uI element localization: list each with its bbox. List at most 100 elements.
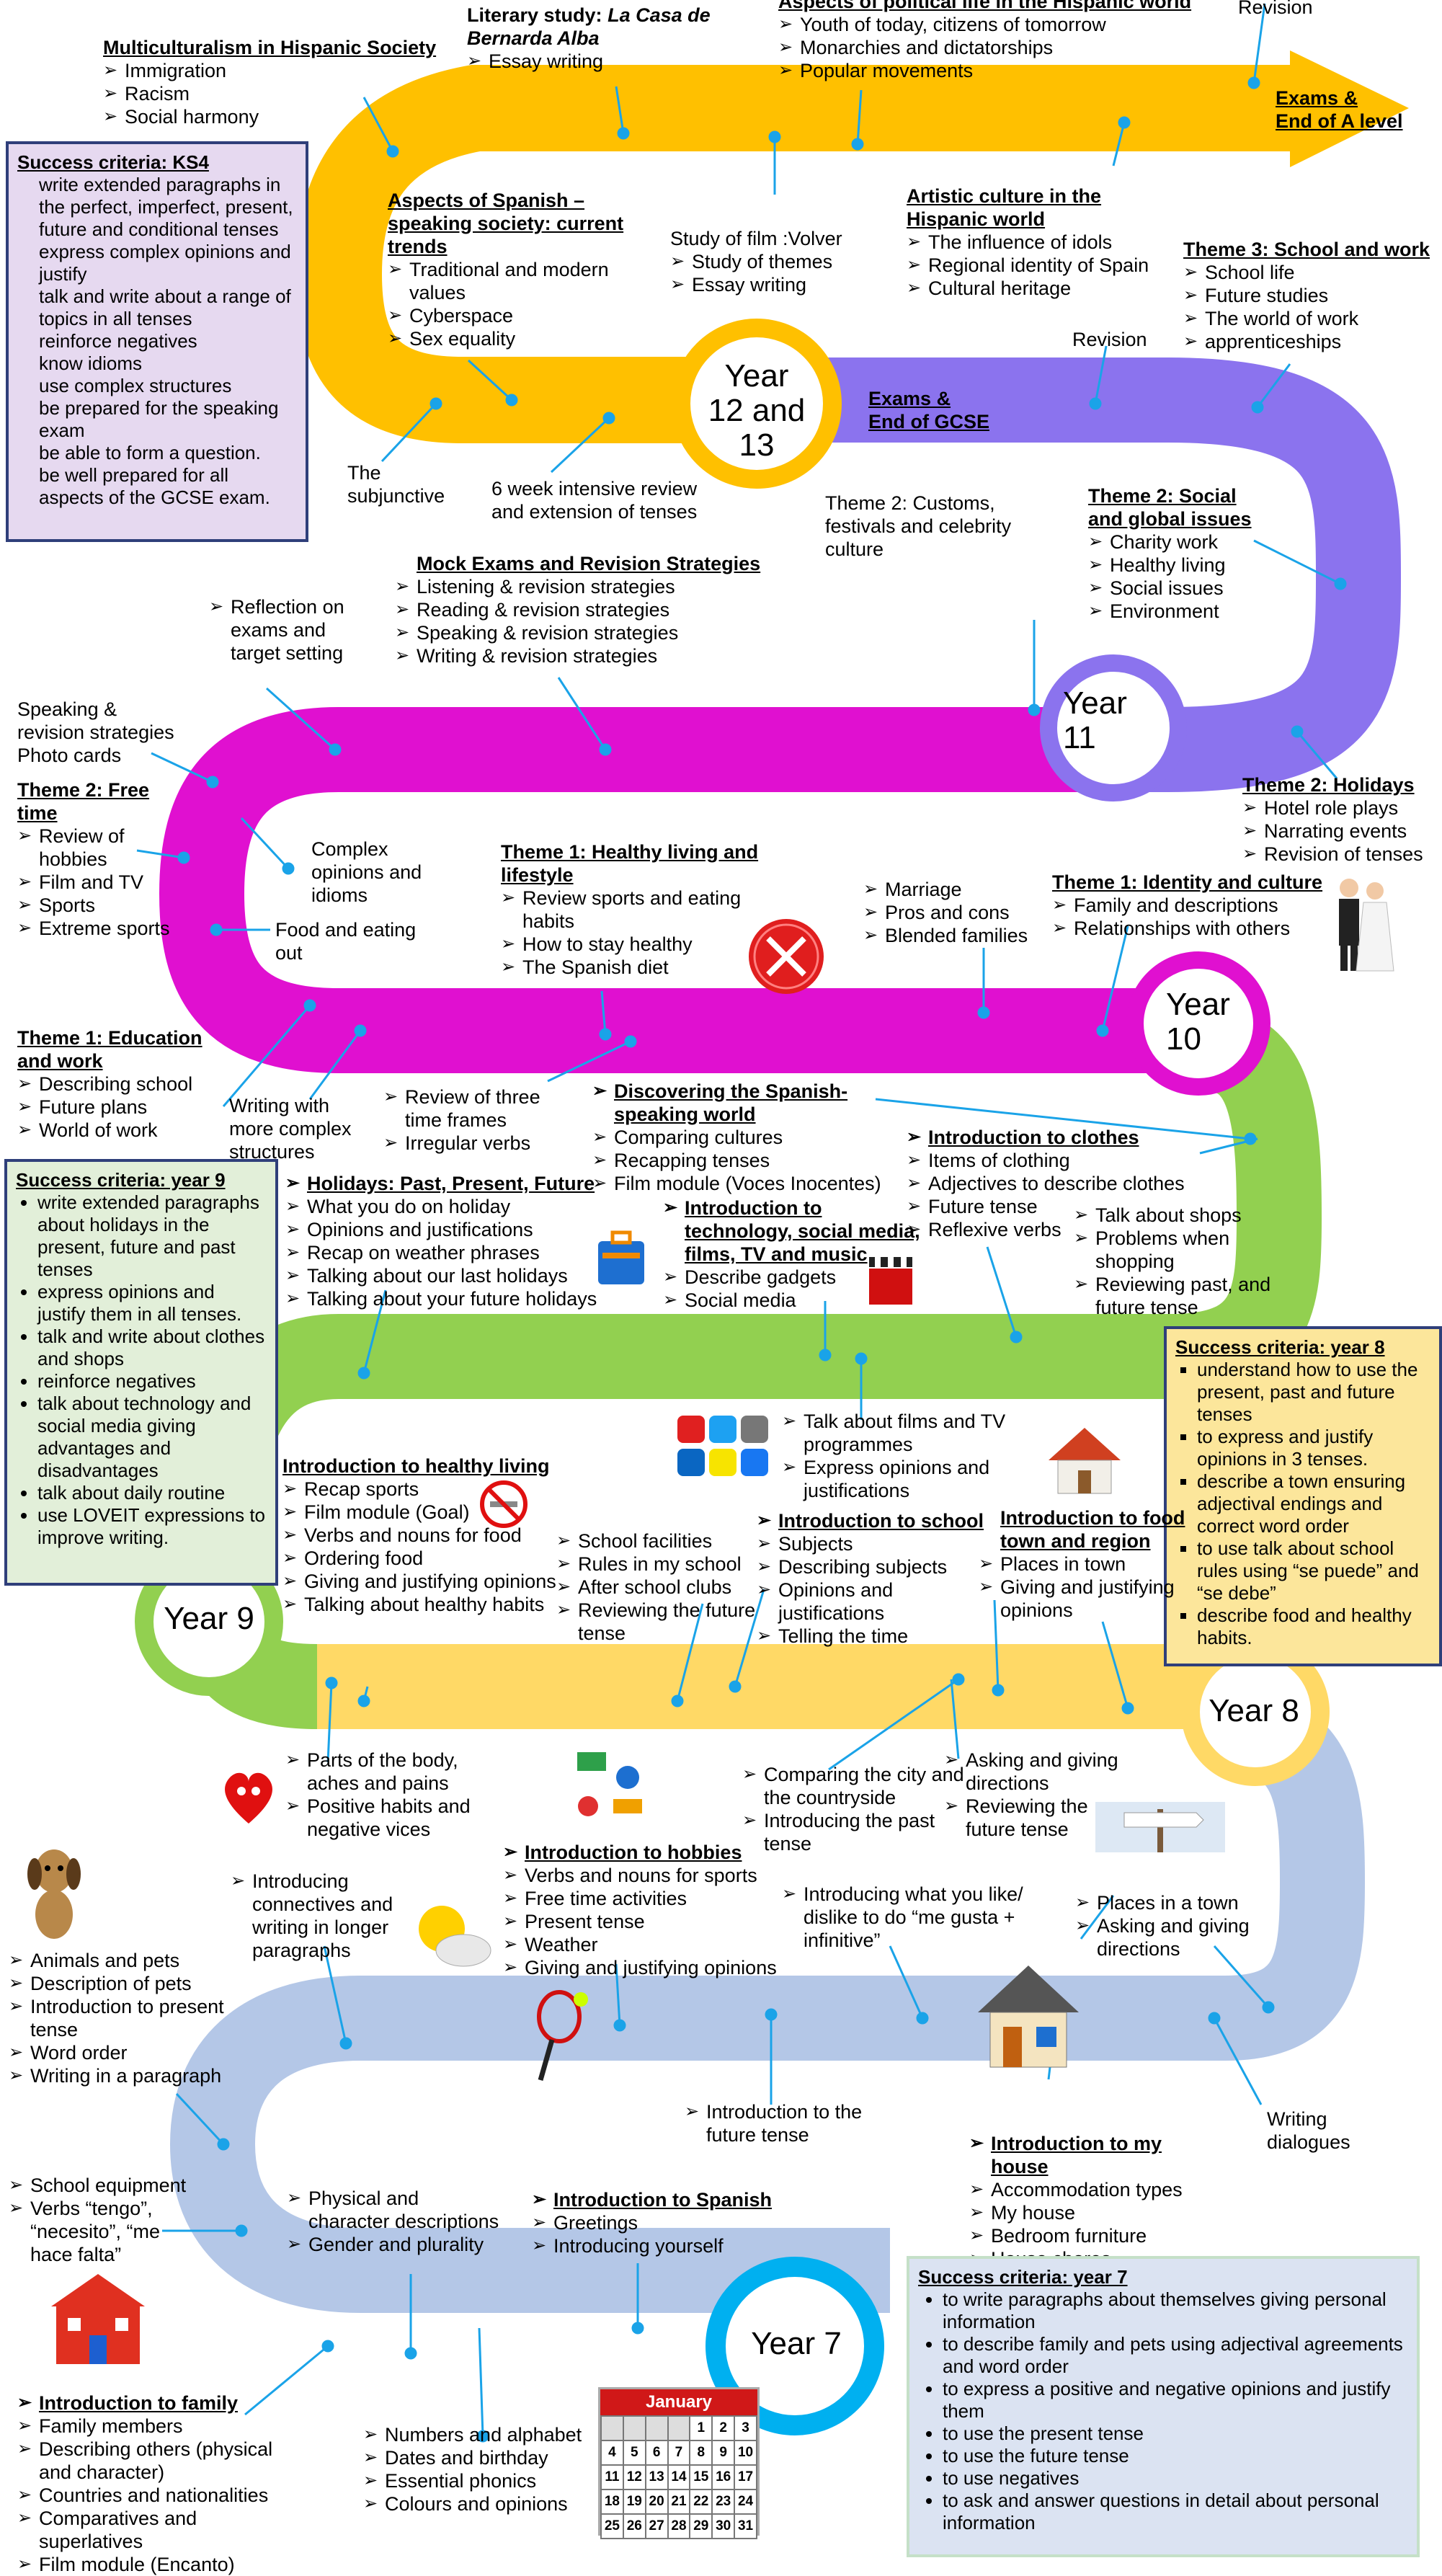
list-item: Reviewing the future tense — [944, 1795, 1131, 1841]
list-item: Verbs and nouns for sports — [503, 1864, 791, 1887]
criteria-item: talk about technology and social media g… — [37, 1393, 267, 1482]
list-item: Film module (Voces Inocentes) — [592, 1172, 895, 1195]
list-item: Film and TV — [17, 871, 183, 894]
list-item: Review sports and eating habits — [501, 887, 789, 933]
list-item: Talking about our last holidays — [285, 1264, 610, 1287]
criteria-item: talk about daily routine — [37, 1482, 267, 1504]
list-item: Subjects — [757, 1532, 994, 1555]
food-town-title: Introduction to food town and region — [1000, 1507, 1185, 1552]
list-item: Film module (Encanto) — [17, 2553, 291, 2576]
intensive-review-label: 6 week intensive review and extension of… — [491, 478, 698, 523]
calendar-day: 1 — [689, 2415, 713, 2441]
list-item: Recapping tenses — [592, 1149, 895, 1172]
identity-title: Theme 1: Identity and culture — [1052, 871, 1323, 893]
body-parts-block: Parts of the body, aches and pains Posit… — [285, 1749, 502, 1841]
speaking-strategies-label: Speaking & revision strategies Photo car… — [17, 698, 174, 766]
list-item: Irregular verbs — [383, 1132, 564, 1155]
introduction-hobbies-block: Introduction to hobbies Verbs and nouns … — [503, 1841, 791, 1979]
list-item: Describing others (physical and characte… — [17, 2438, 291, 2484]
gcse-road — [793, 357, 1402, 792]
list-item: Monarchies and dictatorships — [778, 36, 1225, 59]
complex-opinions-label: Complex opinions and idioms — [311, 838, 422, 906]
criteria-item: be able to form a question. — [39, 442, 261, 463]
calendar-day: 10 — [734, 2440, 757, 2466]
calendar-day: 31 — [734, 2513, 757, 2539]
theme2-social-title: Theme 2: Social and global issues — [1088, 485, 1252, 530]
list-item: Social harmony — [103, 105, 449, 128]
criteria-item: use complex structures — [39, 375, 232, 396]
year-label-line: 10 — [1166, 1021, 1201, 1057]
list-item: Introduction to present tense — [9, 1995, 239, 2041]
holidays-past-present-future-block: Holidays: Past, Present, Future What you… — [285, 1172, 610, 1310]
theme1-healthy-living-block: Theme 1: Healthy living and lifestyle Re… — [501, 840, 789, 979]
list-item: Physical and character descriptions — [287, 2187, 503, 2233]
multiculturalism-title: Multiculturalism in Hispanic Society — [103, 37, 437, 58]
literary-study-title-italic: La Casa de Bernarda Alba — [467, 4, 711, 49]
spanish-title: Introduction to Spanish — [532, 2188, 791, 2211]
introduction-family-block: Introduction to family Family members De… — [17, 2391, 291, 2576]
criteria-item: be prepared for the speaking exam — [39, 397, 279, 441]
list-item: Animals and pets — [9, 1949, 239, 1972]
list-item: The influence of idols — [907, 231, 1180, 254]
multiculturalism-block: Multiculturalism in Hispanic Society Imm… — [103, 36, 449, 128]
discovering-spanish-world-block: Discovering the Spanish-speaking world C… — [592, 1080, 895, 1195]
list-item: Colours and opinions — [363, 2492, 601, 2515]
list-item: Writing & revision strategies — [395, 644, 770, 667]
criteria-item: to use talk about school rules using “se… — [1197, 1537, 1430, 1604]
complex-structures-label: Writing with more complex structures — [229, 1095, 352, 1163]
theme3-school-work-block: Theme 3: School and work School life Fut… — [1183, 238, 1442, 353]
list-item: Future studies — [1183, 284, 1442, 307]
theme2-customs-label: Theme 2: Customs, festivals and celebrit… — [825, 492, 1012, 560]
list-item: Verbs “tengo”, “necesito”, “me hace falt… — [9, 2197, 196, 2266]
list-item: Ordering food — [282, 1547, 571, 1570]
film-study-block: Study of film :Volver Study of themes Es… — [670, 227, 908, 296]
criteria-item: to express a positive and negative opini… — [943, 2378, 1408, 2422]
list-item: Asking and giving directions — [944, 1749, 1131, 1795]
dog-icon — [27, 1849, 81, 1939]
list-item: Problems when shopping — [1074, 1227, 1290, 1273]
list-item: Talk about shops — [1074, 1204, 1290, 1227]
year-10-label: Year 10 — [1166, 987, 1252, 1057]
introduction-clothes-block: Introduction to clothes Items of clothin… — [907, 1126, 1238, 1241]
criteria-item: talk and write about a range of topics i… — [39, 285, 291, 329]
calendar-day: 21 — [667, 2489, 691, 2515]
list-item: World of work — [17, 1119, 219, 1142]
list-item: Social media — [663, 1289, 922, 1312]
list-item: Sex equality — [388, 327, 633, 350]
calendar-day: 28 — [667, 2513, 691, 2539]
criteria-item: use LOVEIT expressions to improve writin… — [37, 1504, 267, 1549]
ks5-exams-label: Exams & End of A level — [1276, 86, 1441, 133]
sun-cloud-icon — [419, 1906, 491, 1967]
exams-line: End of A level — [1276, 110, 1403, 132]
ks5-road — [295, 65, 1297, 443]
criteria-item: reinforce negatives — [39, 330, 197, 352]
list-item: Describing subjects — [757, 1555, 994, 1578]
list-item: Immigration — [103, 59, 449, 82]
list-item: Describe gadgets — [663, 1266, 922, 1289]
list-item: Healthy living — [1088, 554, 1276, 577]
calendar-day: 16 — [711, 2464, 736, 2490]
school-equipment-block: School equipment Verbs “tengo”, “necesit… — [9, 2174, 196, 2266]
list-item: How to stay healthy — [501, 933, 789, 956]
food-eating-out-label: Food and eating out — [275, 919, 417, 964]
list-item: Rules in my school — [556, 1553, 758, 1576]
criteria-item: to use negatives — [943, 2467, 1408, 2490]
criteria-item: express opinions and justify them in all… — [37, 1281, 267, 1325]
list-item: Future plans — [17, 1096, 219, 1119]
mock-exams-title: Mock Exams and Revision Strategies — [417, 553, 761, 574]
list-item: Countries and nationalities — [17, 2484, 291, 2507]
calendar-day: 15 — [689, 2464, 713, 2490]
ks4-title: Success criteria: KS4 — [17, 151, 209, 173]
list-item: My house — [969, 2201, 1200, 2224]
connectives-block: Introducing connectives and writing in l… — [231, 1870, 411, 1962]
list-item: Recap sports — [282, 1478, 571, 1501]
criteria-item: reinforce negatives — [37, 1370, 267, 1393]
list-item: Study of themes — [670, 250, 908, 273]
list-item: Writing in a paragraph — [9, 2064, 239, 2087]
criteria-item: to ask and answer questions in detail ab… — [943, 2490, 1408, 2534]
introduction-house-block: Introduction to my house Accommodation t… — [969, 2132, 1200, 2270]
list-item: The Spanish diet — [501, 956, 789, 979]
